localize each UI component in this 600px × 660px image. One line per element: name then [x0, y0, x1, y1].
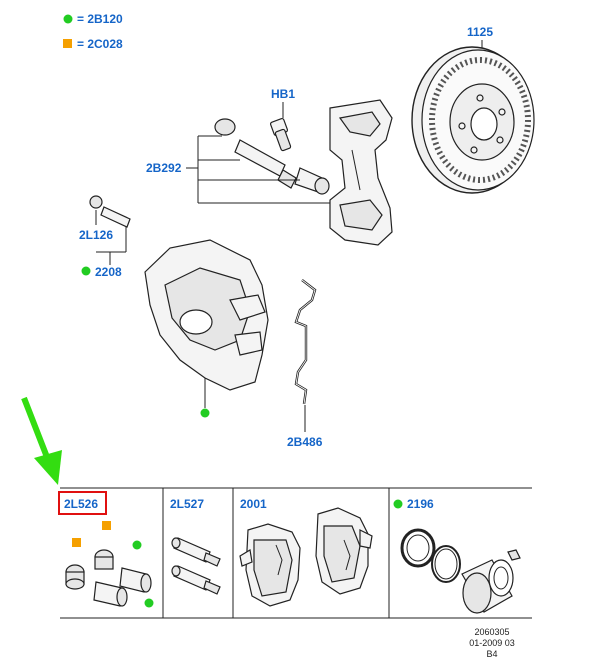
green-dot-icon [132, 540, 142, 550]
footer-line3: B4 [486, 649, 497, 659]
caliper-carrier [329, 99, 393, 246]
brake-disc: 1125 [411, 25, 535, 194]
footer-line1: 2060305 [474, 627, 509, 637]
anti-rattle-spring: 2B486 [287, 279, 323, 449]
caliper-body [144, 239, 269, 418]
footer-line2: 01-2009 03 [469, 638, 515, 648]
highlight-box [58, 491, 107, 515]
green-dot-icon [81, 266, 91, 276]
footer-reference: 2060305 01-2009 03 B4 [469, 627, 515, 659]
label-bolt: HB1 [271, 87, 295, 101]
label-bleed: 2L126 [79, 228, 113, 242]
label-bleed-code: 2208 [95, 265, 122, 279]
green-dot-icon [144, 598, 154, 608]
green-dot-icon [200, 408, 210, 418]
green-dot-icon [393, 499, 403, 509]
orange-square-icon [72, 538, 81, 547]
legend: = 2B120 = 2C028 [63, 12, 123, 51]
bleed-screw-group: 2L126 2208 [79, 195, 131, 279]
kit-code: 2L526 [64, 497, 98, 511]
orange-square-icon [63, 39, 72, 48]
kit-code: 2L527 [170, 497, 204, 511]
guide-pin-group: HB1 2B292 [146, 87, 330, 204]
kit-2196: 2196 [393, 497, 521, 614]
label-guide-pins: 2B292 [146, 161, 182, 175]
label-disc: 1125 [467, 25, 493, 39]
legend-orange-code: = 2C028 [77, 37, 123, 51]
pointer-arrow-icon [21, 396, 62, 485]
legend-green-code: = 2B120 [77, 12, 123, 26]
label-spring: 2B486 [287, 435, 323, 449]
kit-code: 2196 [407, 497, 434, 511]
kit-2L526: 2L526 [58, 491, 154, 608]
green-dot-icon [63, 14, 73, 24]
kit-2L527: 2L527 [170, 497, 221, 595]
kit-2001: 2001 [239, 497, 373, 607]
kit-code: 2001 [240, 497, 267, 511]
kits-table [60, 487, 532, 619]
orange-square-icon [102, 521, 111, 530]
